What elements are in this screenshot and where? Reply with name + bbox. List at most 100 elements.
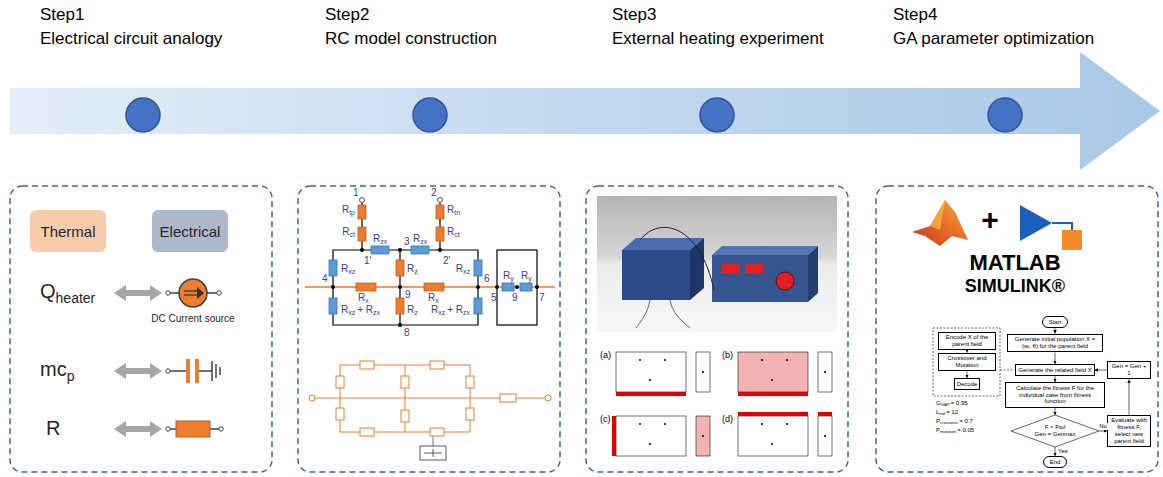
node-text: Start	[1049, 319, 1062, 326]
circuit-wire	[497, 250, 537, 325]
resistor-symbol	[356, 205, 444, 314]
node-number: 7	[539, 292, 545, 303]
simulink-model	[309, 361, 551, 460]
simulink-model	[360, 428, 374, 436]
subfigure-tag: (b)	[722, 350, 733, 360]
simulink-logo	[1062, 230, 1082, 250]
current-source-symbol	[179, 279, 207, 307]
parameter-note-group: Pmutation= 0.05	[936, 427, 974, 434]
heating-sketch	[761, 359, 763, 361]
parameter-note: = 12	[946, 409, 958, 415]
resistor-label-group: Rz	[407, 304, 418, 316]
step-dot	[126, 98, 1022, 132]
heating-sketch	[616, 416, 686, 456]
simulink-model	[545, 395, 551, 401]
matlab-logo	[912, 200, 968, 246]
simulink-logo	[1020, 205, 1082, 250]
simulink-model	[466, 408, 474, 420]
flow-arrow	[1129, 379, 1130, 414]
experiment-photo	[597, 196, 837, 332]
resistor-label: xz	[348, 268, 355, 275]
current-source-symbol	[166, 291, 170, 295]
resistor-label: R	[373, 233, 380, 244]
resistor-symbol	[502, 283, 514, 291]
resistor-label: R	[413, 233, 420, 244]
heating-sketch	[702, 371, 704, 373]
resistor-label: R	[341, 263, 348, 274]
step-number: Step1	[40, 5, 84, 24]
subfigure-tag-group: (c)	[600, 414, 611, 424]
circuit-wire	[333, 203, 537, 325]
step-dot	[126, 98, 160, 132]
resistor-label: R	[521, 270, 528, 281]
experiment-photo	[776, 272, 794, 290]
node-number-group: 9	[512, 292, 518, 304]
node-text: Thermal	[40, 223, 95, 240]
double-arrow	[114, 285, 162, 437]
node-text: Evaluate with fitness F, select new pare…	[1110, 417, 1148, 445]
resistor-label: xz	[463, 268, 470, 275]
process-box: Calculate the fitness F for the individu…	[1005, 382, 1105, 408]
quantity-symbol: heater	[56, 290, 96, 306]
heating-sketch	[818, 412, 832, 416]
resistor-label: tn	[454, 209, 460, 216]
double-arrow	[114, 363, 162, 379]
node-number-group: 5	[491, 292, 497, 304]
heating-sketch	[612, 352, 832, 456]
dashed-panel	[298, 186, 560, 472]
simulink-model	[433, 436, 434, 446]
heating-sketch	[738, 412, 808, 416]
heating-sketch	[639, 359, 641, 361]
simulink-model	[309, 361, 551, 436]
resistor-symbol	[436, 205, 444, 219]
heating-sketch	[786, 423, 788, 425]
subfigure-tag-group: (a)	[600, 350, 611, 360]
process-box: Crossover and Mutation	[938, 353, 996, 372]
resistor-symbol	[436, 227, 444, 241]
current-source-symbol	[166, 279, 221, 307]
junction-dot	[476, 285, 480, 289]
junction-dot	[331, 285, 335, 289]
resistor-label-group: Rzx	[373, 233, 387, 245]
parameter-note: = 0.7	[959, 418, 973, 424]
heating-sketch	[738, 352, 808, 392]
node-number-group: 3	[404, 236, 410, 248]
parameter-note: = 0.95	[951, 400, 968, 406]
resistor-label-group: Rct	[342, 226, 355, 238]
heating-sketch	[664, 359, 666, 361]
current-source-symbol	[197, 287, 204, 299]
resistor-label-group: Rxz	[456, 263, 470, 275]
step-dot	[413, 98, 447, 132]
resistor-label: R	[407, 263, 414, 274]
simulink-logo	[1052, 223, 1072, 230]
resistor-symbol	[176, 421, 210, 437]
parameter-note: G	[936, 400, 941, 406]
resistor-symbol	[520, 283, 532, 291]
heating-sketch	[616, 392, 686, 396]
parameter-note: P	[936, 418, 940, 424]
node-text: Encode X of the parent field	[941, 334, 993, 348]
resistor-symbol	[358, 205, 366, 219]
experiment-photo	[745, 264, 763, 273]
resistor-symbol	[210, 428, 219, 430]
capacitor-symbol	[211, 361, 213, 381]
symbol-caption-group: DC Current source	[151, 313, 234, 325]
simulink-model	[430, 361, 444, 369]
heating-sketch	[738, 416, 808, 456]
terminal-box: End	[1043, 456, 1068, 468]
dashed-panel	[10, 186, 1158, 472]
experiment-photo	[722, 264, 740, 273]
decision-outline	[1011, 415, 1099, 447]
quantity-symbol-group: R	[46, 417, 60, 440]
node-number-group: 7	[539, 292, 545, 304]
resistor-label: R	[342, 204, 349, 215]
heating-sketch	[761, 423, 763, 425]
current-source-symbol	[170, 292, 179, 294]
step-title: GA parameter optimization	[893, 29, 1094, 48]
subfigure-tag-group: (d)	[722, 414, 733, 424]
terminal-symbol	[438, 198, 443, 203]
capacitor-symbol	[166, 369, 170, 373]
dashed-leader	[1000, 369, 1014, 370]
connector-layer	[1000, 369, 1014, 370]
